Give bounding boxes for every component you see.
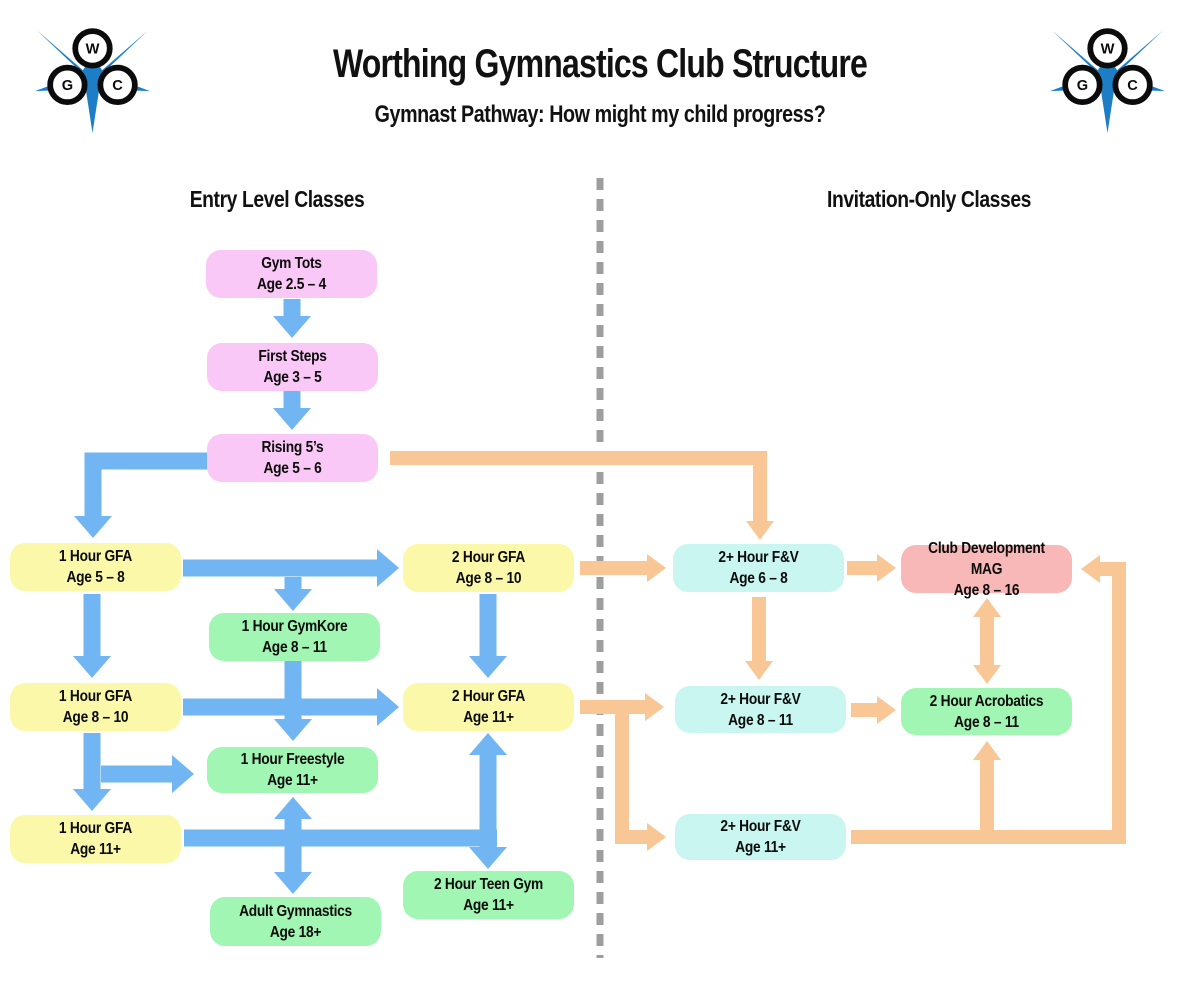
node-age: Age 11+ [463,709,514,726]
ring-c [97,64,138,106]
ring-g [1062,64,1103,106]
node-title: 1 Hour GymKore [241,618,348,635]
arrow-rising5s-gfa58 [74,452,208,538]
node-age: Age 11+ [735,839,786,856]
node-title: First Steps [258,348,327,365]
node-adult-gymnastics: Adult Gymnastics Age 18+ [210,897,381,946]
node-1-hour-gfa-11: 1 Hour GFA Age 11+ [10,815,181,863]
arrow-gfa58-2hgfa810 [183,549,399,587]
arrow-2hgfa810-2hgfa11 [469,594,507,678]
arrow-rising5s-fv68 [390,451,774,540]
node-title: 2+ Hour F&V [718,549,799,566]
node-club-development-mag: Club Development MAG Age 8 – 16 [901,540,1072,599]
node-title: 2 Hour Acrobatics [929,692,1044,710]
ring-w [72,28,113,69]
node-age: Age 8 – 11 [954,713,1019,731]
node-1-hour-gymkore: 1 Hour GymKore Age 8 – 11 [209,613,380,661]
arrow-2hgfa11-fv11 [615,707,666,851]
ring-c [1112,64,1153,106]
node-title: 2+ Hour F&V [720,690,801,708]
node-fv-6-8: 2+ Hour F&V Age 6 – 8 [673,544,844,592]
node-gym-tots: Gym Tots Age 2.5 – 4 [206,250,377,298]
logo-letter-g: G [62,78,73,94]
node-age: Age 2.5 – 4 [256,276,327,293]
wgc-logo-right: W G C [1050,28,1165,133]
ring-g [47,64,88,106]
node-rising-5s: Rising 5’s Age 5 – 6 [207,434,378,482]
logo-letter-g: G [1077,78,1088,94]
arrow-fv11-mag [851,555,1126,844]
logo-letter-w: W [1101,42,1115,58]
node-age: Age 8 – 11 [262,639,327,656]
arrow-fv811-acro [851,696,896,724]
node-age: Age 8 – 10 [455,570,522,587]
node-title: 2+ Hour F&V [720,818,801,835]
arrow-gymtots-firststeps [273,299,311,338]
node-2-hour-gfa-11: 2 Hour GFA Age 11+ [403,683,574,731]
node-title: 2 Hour GFA [451,549,526,566]
node-2-hour-acrobatics: 2 Hour Acrobatics Age 8 – 11 [901,688,1072,735]
node-title: 2 Hour GFA [451,688,526,705]
node-title: Gym Tots [261,255,322,272]
arrow-fv68-mag [847,554,896,582]
node-age: Age 3 – 5 [263,369,322,386]
node-age: Age 11+ [463,897,514,914]
node-age: Age 18+ [269,923,322,941]
arrow-mag-acro-bidirectional [973,598,1001,684]
node-title: 2 Hour Teen Gym [433,876,544,893]
node-title: Club Development MAG [928,539,1045,578]
node-title: 1 Hour GFA [58,820,133,837]
logo-letter-w: W [86,42,100,58]
node-age: Age 5 – 6 [263,460,322,477]
arrow-gfa810-gfa11 [73,733,111,811]
arrow-gfa810-2hgfa11 [183,688,399,726]
node-title: Adult Gymnastics [239,902,352,920]
wgc-logo-left: W G C [35,28,150,133]
node-age: Age 11+ [267,772,318,789]
node-fv-8-11: 2+ Hour F&V Age 8 – 11 [675,686,846,733]
arrow-gfa11-2hgfa11-teengym [469,733,507,869]
node-fv-11: 2+ Hour F&V Age 11+ [675,814,846,860]
section-header-invitation-only: Invitation-Only Classes [826,186,1031,212]
logo-letter-c: C [1127,78,1138,94]
ring-w [1087,28,1128,69]
node-2-hour-gfa-8-10: 2 Hour GFA Age 8 – 10 [403,544,574,592]
node-age: Age 8 – 10 [62,709,129,726]
node-age: Age 11+ [70,841,121,858]
node-age: Age 8 – 16 [953,581,1020,599]
arrow-gfa810-freestyle [101,755,194,793]
node-1-hour-gfa-5-8: 1 Hour GFA Age 5 – 8 [10,543,181,591]
arrow-2hgfa810-fv68 [580,554,666,582]
node-1-hour-freestyle: 1 Hour Freestyle Age 11+ [207,747,378,793]
node-title: 1 Hour Freestyle [240,751,345,768]
node-title: 1 Hour GFA [58,548,133,565]
arrow-firststeps-rising5s [273,391,311,430]
logo-letter-c: C [112,78,123,94]
node-age: Age 8 – 11 [728,711,793,729]
node-title: 1 Hour GFA [58,688,133,705]
node-2-hour-teen-gym: 2 Hour Teen Gym Age 11+ [403,871,574,919]
arrow-freestyle-adult-bidirectional [274,797,312,894]
page-subtitle: Gymnast Pathway: How might my child prog… [374,101,826,128]
node-age: Age 6 – 8 [729,570,788,587]
arrow-fv11-acro [973,741,1001,830]
arrow-gymkore-freestyle [274,661,312,741]
section-header-entry-level: Entry Level Classes [189,186,365,212]
arrow-fv68-fv811 [745,597,773,680]
node-age: Age 5 – 8 [66,569,125,586]
arrow-2hgfa11-fv811 [580,693,664,721]
node-1-hour-gfa-8-10: 1 Hour GFA Age 8 – 10 [10,683,181,731]
node-first-steps: First Steps Age 3 – 5 [207,343,378,391]
arrow-gfa58-gymkore [274,577,312,611]
arrow-gfa58-gfa810 [73,594,111,678]
page-title: Worthing Gymnastics Club Structure [332,42,868,86]
node-title: Rising 5’s [261,439,324,456]
